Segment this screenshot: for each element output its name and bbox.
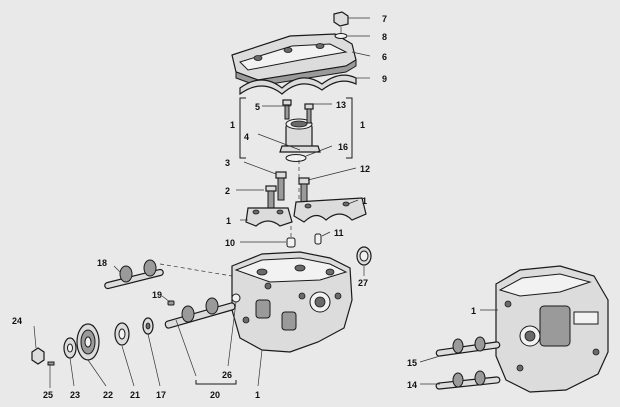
callout-23: 23 xyxy=(70,390,80,400)
washer-23 xyxy=(63,337,77,359)
pulley-22 xyxy=(76,323,100,361)
bolt-2 xyxy=(265,185,277,210)
cylinder-head xyxy=(231,251,353,353)
callout-5: 5 xyxy=(255,102,260,112)
callout-2: 2 xyxy=(225,186,230,196)
camshaft-26 xyxy=(164,293,241,329)
callout-10: 10 xyxy=(225,238,235,248)
pin-25 xyxy=(47,361,55,366)
cover-nut xyxy=(333,11,349,34)
callout-3: 3 xyxy=(225,158,230,168)
callout-1-cap-left: 1 xyxy=(226,216,231,226)
hub-21 xyxy=(114,322,130,346)
callout-19: 19 xyxy=(152,290,162,300)
seal-27 xyxy=(356,246,372,266)
bolt-3 xyxy=(275,171,287,201)
callout-4: 4 xyxy=(244,132,249,142)
callout-17: 17 xyxy=(156,390,166,400)
callout-26: 26 xyxy=(222,370,232,380)
callout-12: 12 xyxy=(360,164,370,174)
bearing-17 xyxy=(142,317,154,335)
nut-24 xyxy=(31,347,45,365)
callout-21: 21 xyxy=(130,390,140,400)
callout-1-head: 1 xyxy=(255,390,260,400)
callout-16: 16 xyxy=(338,142,348,152)
callout-13: 13 xyxy=(336,100,346,110)
callout-1-housing-right: 1 xyxy=(360,120,365,130)
callout-1-cap-right: 1 xyxy=(362,196,367,206)
callout-27: 27 xyxy=(358,278,368,288)
callout-18: 18 xyxy=(97,258,107,268)
cam-cap-right xyxy=(293,197,367,223)
callout-8: 8 xyxy=(382,32,387,42)
callout-1-assembled: 1 xyxy=(471,306,476,316)
callout-15: 15 xyxy=(407,358,417,368)
dowel-11 xyxy=(314,233,322,245)
callout-6: 6 xyxy=(382,52,387,62)
cam-cap-left xyxy=(245,207,293,227)
housing-bolt-13 xyxy=(304,103,314,124)
callout-20: 20 xyxy=(210,390,220,400)
callout-11: 11 xyxy=(334,228,344,238)
callout-7: 7 xyxy=(382,14,387,24)
dowel-10 xyxy=(286,237,296,248)
callout-9: 9 xyxy=(382,74,387,84)
cover-gasket xyxy=(239,74,357,96)
callout-14: 14 xyxy=(407,380,417,390)
coolant-housing xyxy=(279,118,321,162)
callout-25: 25 xyxy=(43,390,53,400)
housing-bolt-5 xyxy=(282,99,292,120)
cover-washer xyxy=(334,33,348,39)
callout-1-housing-left: 1 xyxy=(230,120,235,130)
camshaft-14 xyxy=(435,370,501,390)
assembled-head xyxy=(495,265,609,393)
callout-22: 22 xyxy=(103,390,113,400)
camshaft-18 xyxy=(104,259,164,290)
camshaft-15 xyxy=(435,336,501,357)
callout-24: 24 xyxy=(12,316,22,326)
cam-cover xyxy=(231,33,357,87)
